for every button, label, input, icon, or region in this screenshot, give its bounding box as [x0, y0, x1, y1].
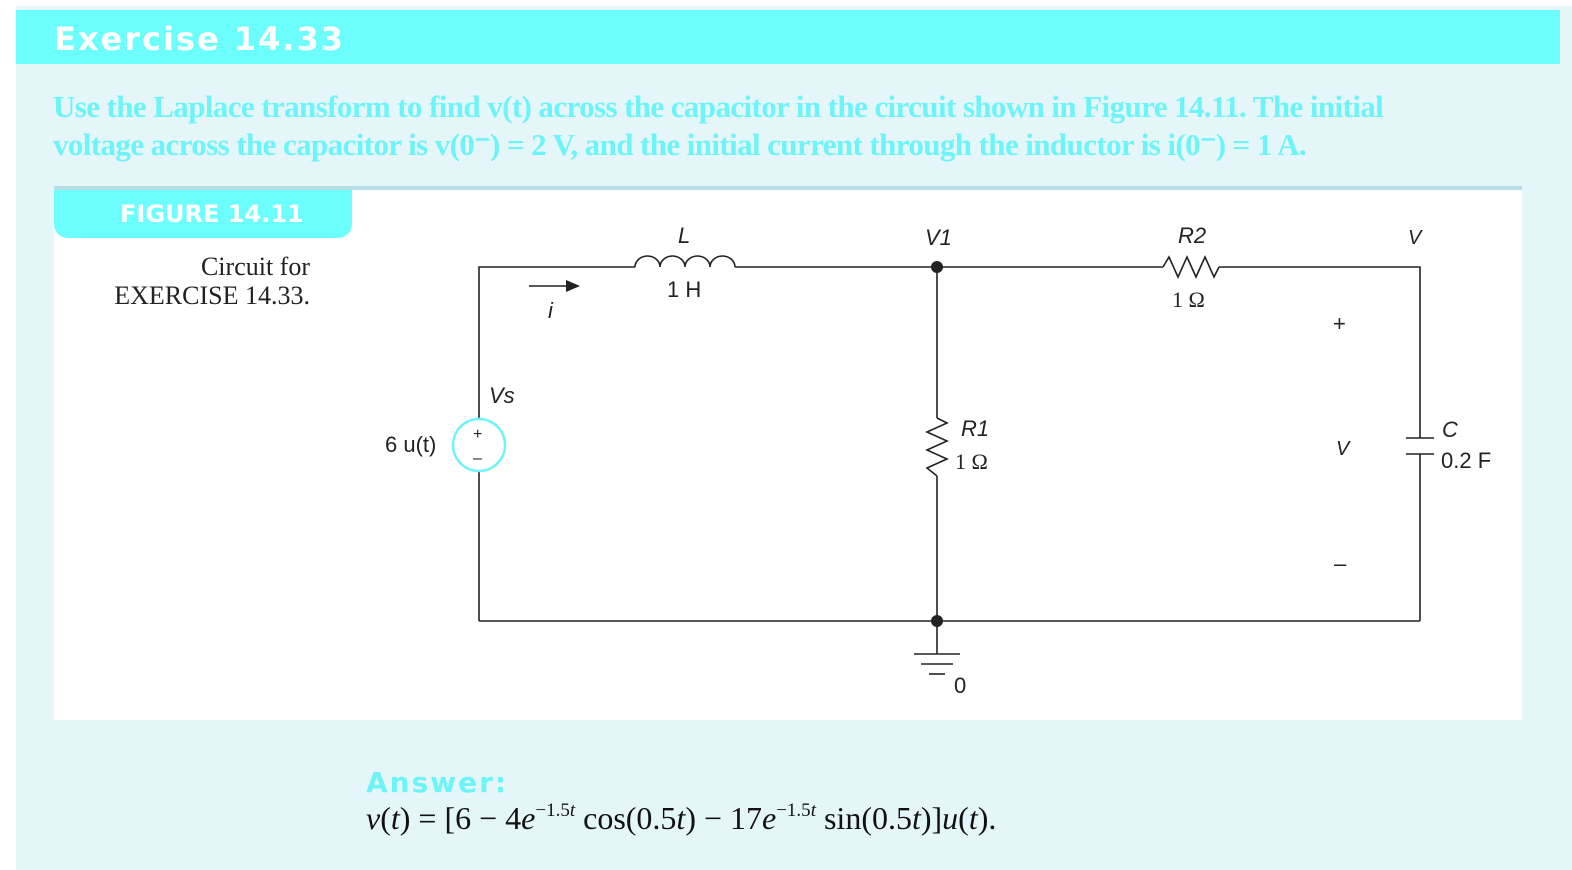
- figure-label-tab: [54, 190, 352, 238]
- wire-top-left: [478, 266, 635, 420]
- cap-value-label: 0.2 F: [1441, 448, 1491, 473]
- r1-value-label: 1 Ω: [955, 449, 988, 474]
- voltage-source-circle: [451, 417, 507, 473]
- figure-area: [54, 190, 1522, 720]
- exercise-title: Exercise 14.33: [54, 20, 346, 58]
- node-ground-dot: [931, 615, 943, 627]
- r2-name-label: R2: [1178, 223, 1206, 248]
- ground-label: 0: [954, 673, 966, 698]
- figure-top-rule: [54, 186, 1522, 190]
- caption-line-2: EXERCISE 14.33.: [114, 281, 310, 310]
- inductor-coil: [634, 255, 736, 268]
- figure-label: FIGURE 14.11: [120, 200, 304, 228]
- node-v1-dot: [931, 261, 943, 273]
- exercise-header-bar: [16, 10, 1560, 64]
- current-arrow-head: [566, 280, 580, 292]
- inductor-name-label: L: [678, 223, 690, 248]
- wire-r2-to-right: [1219, 266, 1421, 438]
- r2-zigzag: [1162, 255, 1220, 279]
- source-name-label: Vs: [489, 383, 515, 408]
- caption-line-1: Circuit for: [200, 252, 310, 281]
- problem-line-1: Use the Laplace transform to find v(t) a…: [53, 89, 1384, 124]
- source-minus-sign: –: [473, 450, 482, 467]
- answer-label: Answer:: [366, 766, 509, 799]
- source-plus-sign: +: [473, 426, 482, 443]
- node-v-label: V: [1408, 227, 1423, 249]
- r1-name-label: R1: [961, 416, 989, 441]
- v-minus-sign: –: [1334, 551, 1347, 576]
- inductor-value-label: 1 H: [667, 277, 701, 302]
- source-value-label: 6 u(t): [385, 432, 436, 457]
- node1-label: V1: [925, 225, 952, 250]
- problem-statement: Use the Laplace transform to find v(t) a…: [53, 88, 1533, 164]
- v-plus-sign: +: [1333, 311, 1346, 336]
- current-label: i: [548, 298, 554, 323]
- problem-line-2: voltage across the capacitor is v(0⁻) = …: [53, 127, 1307, 162]
- r2-value-label: 1 Ω: [1172, 287, 1205, 312]
- figure-caption: Circuit for EXERCISE 14.33.: [70, 252, 310, 310]
- v-mid-label: V: [1336, 438, 1351, 460]
- r1-zigzag: [925, 417, 949, 477]
- cap-name-label: C: [1442, 417, 1458, 442]
- answer-formula: v(t) = [6 − 4e−1.5t cos(0.5t) − 17e−1.5t…: [366, 800, 997, 836]
